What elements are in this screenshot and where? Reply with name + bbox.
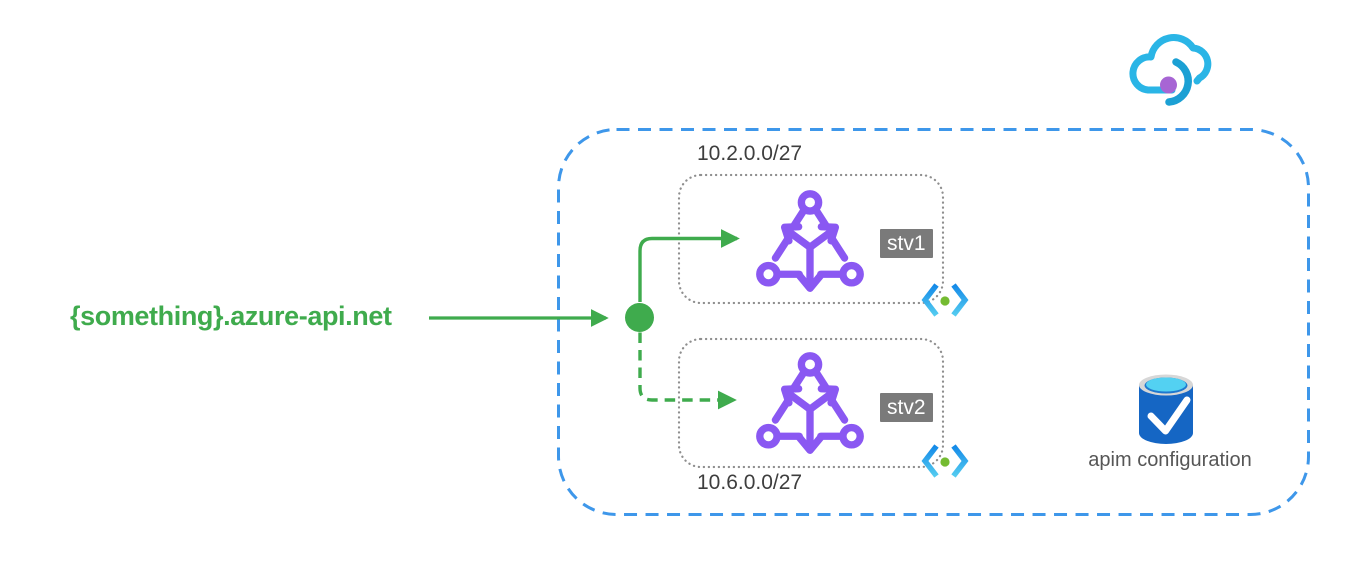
subnet2-box [677,337,945,469]
api-icon [921,444,969,478]
api-management-icon [756,190,864,292]
stv2-badge: stv2 [880,393,933,422]
arrow-to-stv2 [638,332,737,410]
vnet-boundary [557,128,1310,516]
arrow-to-stv1 [638,228,740,302]
junction-node [625,303,654,332]
apim-configuration-label: apim configuration [1088,449,1252,471]
hostname-label: {something}.azure-api.net [70,301,392,331]
azure-cloud-icon [1129,34,1212,106]
subnet1-cidr-label: 10.2.0.0/27 [697,142,803,165]
api-management-icon [756,352,864,454]
subnet2-cidr-label: 10.6.0.0/27 [697,471,803,494]
database-check-icon [1139,374,1193,444]
stv1-badge: stv1 [880,229,933,258]
api-icon [921,283,969,317]
